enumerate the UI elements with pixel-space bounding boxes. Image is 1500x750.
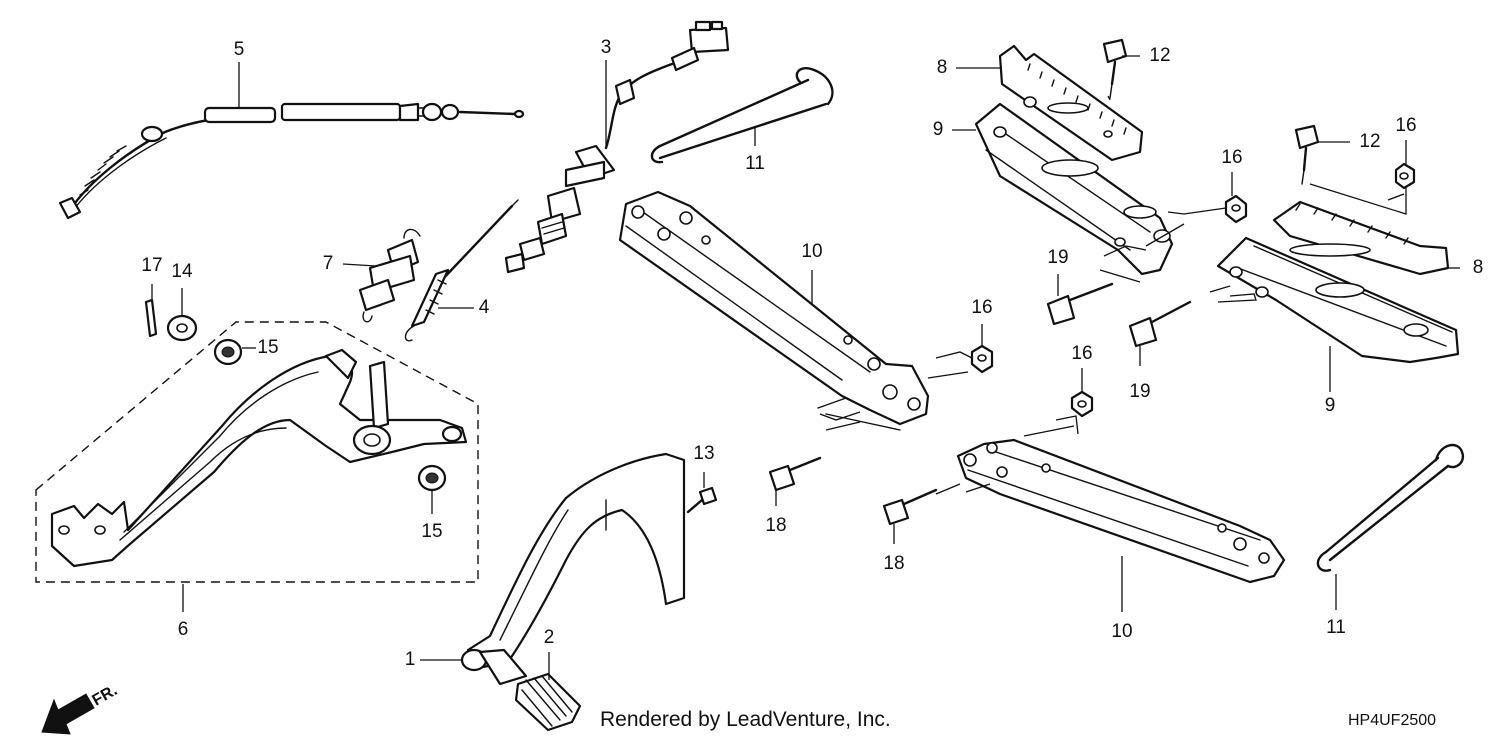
front-direction-indicator: FR.	[41, 682, 121, 735]
pin-part-17	[144, 298, 158, 338]
callout-13: 13	[693, 443, 714, 464]
step-bracket-part-9-upper	[974, 102, 1174, 276]
callout-labels: 5 3 4 7 8 8 9 9 10 10 11 11 12 12 13 14 …	[141, 37, 1483, 670]
bushing-part-15-upper	[213, 338, 243, 366]
callout-17: 17	[141, 255, 162, 276]
callout-16-b: 16	[1395, 115, 1416, 136]
brake-lever-part-1	[460, 452, 686, 686]
step-part-8-upper	[998, 44, 1144, 162]
callout-8-lower: 8	[1473, 257, 1484, 278]
washer-part-14	[166, 314, 198, 342]
bolt-part-13	[686, 486, 718, 514]
callout-18-lower: 18	[883, 553, 904, 574]
callout-16-d: 16	[1071, 343, 1092, 364]
callout-15-lower: 15	[421, 521, 442, 542]
callout-11-lower: 11	[1326, 617, 1346, 638]
callout-16-c: 16	[971, 297, 992, 318]
switch-part-3	[504, 20, 730, 274]
callout-3: 3	[601, 37, 612, 58]
bolt-part-18-upper	[768, 456, 822, 492]
hook-rod-part-11-upper	[650, 67, 834, 164]
callout-19-upper: 19	[1047, 247, 1068, 268]
bushing-part-15-lower	[417, 464, 447, 492]
callout-12-upper: 12	[1149, 45, 1170, 66]
hook-rod-part-11-lower	[1316, 443, 1465, 572]
bolt-part-19-upper	[1046, 282, 1114, 326]
footrest-bracket-part-10-lower	[956, 438, 1286, 584]
direction-arrow-icon	[41, 693, 95, 735]
footrest-bracket-part-10-upper	[618, 190, 930, 431]
diagram-code: HP4UF2500	[1348, 712, 1437, 729]
rod-spring-part-4	[404, 199, 519, 342]
callout-12-lower: 12	[1359, 131, 1380, 152]
callout-18-upper: 18	[765, 515, 786, 536]
nut-part-16-c	[970, 344, 994, 374]
spring-part-7	[358, 228, 421, 323]
callout-19-lower: 19	[1129, 381, 1150, 402]
bolt-part-18-lower	[882, 488, 938, 526]
cable-part-5	[58, 102, 525, 220]
callout-4: 4	[479, 297, 490, 318]
step-part-8-lower	[1272, 200, 1450, 276]
callout-10-upper: 10	[801, 241, 822, 262]
bolt-part-12-upper	[1102, 38, 1128, 99]
render-credit: Rendered by LeadVenture, Inc.	[600, 708, 891, 731]
callout-6: 6	[178, 619, 189, 640]
callout-16-a: 16	[1221, 147, 1242, 168]
callout-11-upper: 11	[745, 153, 765, 174]
callout-15-upper: 15	[257, 337, 278, 358]
callout-5: 5	[234, 39, 245, 60]
callout-9-lower: 9	[1325, 395, 1336, 416]
nut-part-16-a	[1224, 194, 1248, 224]
nut-part-16-d	[1070, 390, 1094, 418]
leader-lines	[151, 55, 1460, 680]
callout-1: 1	[405, 649, 416, 670]
callout-10-lower: 10	[1111, 621, 1132, 642]
bolt-part-12-lower	[1294, 124, 1320, 185]
pedal-rubber-part-2	[514, 672, 582, 732]
pedal-assembly-part-6	[35, 321, 479, 583]
callout-2: 2	[544, 627, 555, 648]
callout-14: 14	[171, 261, 193, 282]
callout-9-upper: 9	[933, 119, 944, 140]
bolt-part-19-lower	[1128, 300, 1192, 348]
callout-8-upper: 8	[937, 57, 948, 78]
step-bracket-part-9-lower	[1216, 236, 1460, 364]
direction-label: FR.	[90, 682, 121, 710]
nut-part-16-b	[1394, 162, 1416, 190]
callout-7: 7	[323, 253, 334, 274]
